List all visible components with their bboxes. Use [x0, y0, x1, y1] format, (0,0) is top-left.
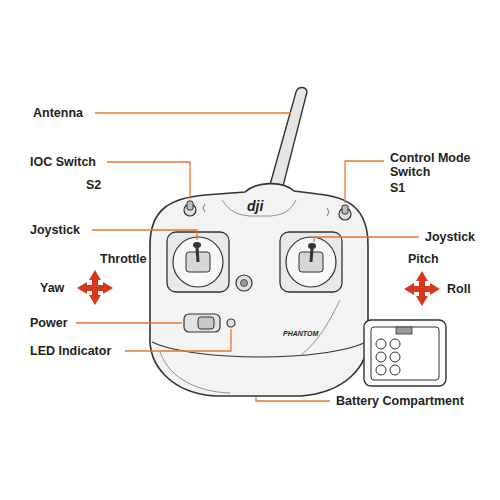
- power-switch: [184, 314, 220, 332]
- control-mode-switch: [327, 205, 351, 220]
- axis-label: Yaw: [40, 281, 64, 295]
- battery-compartment-inset: [364, 320, 446, 386]
- logo-text: dji: [247, 198, 263, 214]
- part-label: Joystick: [425, 230, 475, 244]
- right-joystick: [280, 232, 342, 292]
- axis-label: Pitch: [408, 252, 439, 266]
- part-label: LED Indicator: [30, 344, 111, 358]
- part-label: Control Mode Switch: [390, 151, 490, 179]
- axis-label: Throttle: [100, 252, 147, 266]
- pitch-roll-arrows: [404, 271, 440, 306]
- switch-id: S2: [86, 178, 101, 192]
- part-label: Antenna: [33, 106, 83, 120]
- part-label: Power: [30, 316, 68, 330]
- axis-label: Roll: [447, 282, 471, 296]
- left-joystick: [167, 232, 229, 292]
- product-name: PHANTOM: [283, 330, 318, 338]
- ioc-switch: [184, 201, 205, 216]
- part-label: Battery Compartment: [336, 394, 464, 408]
- center-knob: [236, 275, 252, 291]
- leader-lines: [76, 113, 419, 401]
- throttle-yaw-arrows: [77, 270, 113, 305]
- antenna: [262, 88, 307, 197]
- part-label: IOC Switch: [30, 155, 96, 169]
- switch-id: S1: [390, 181, 405, 195]
- part-label: Joystick: [30, 223, 80, 237]
- led-indicator: [227, 319, 235, 327]
- controller-body: [150, 184, 368, 396]
